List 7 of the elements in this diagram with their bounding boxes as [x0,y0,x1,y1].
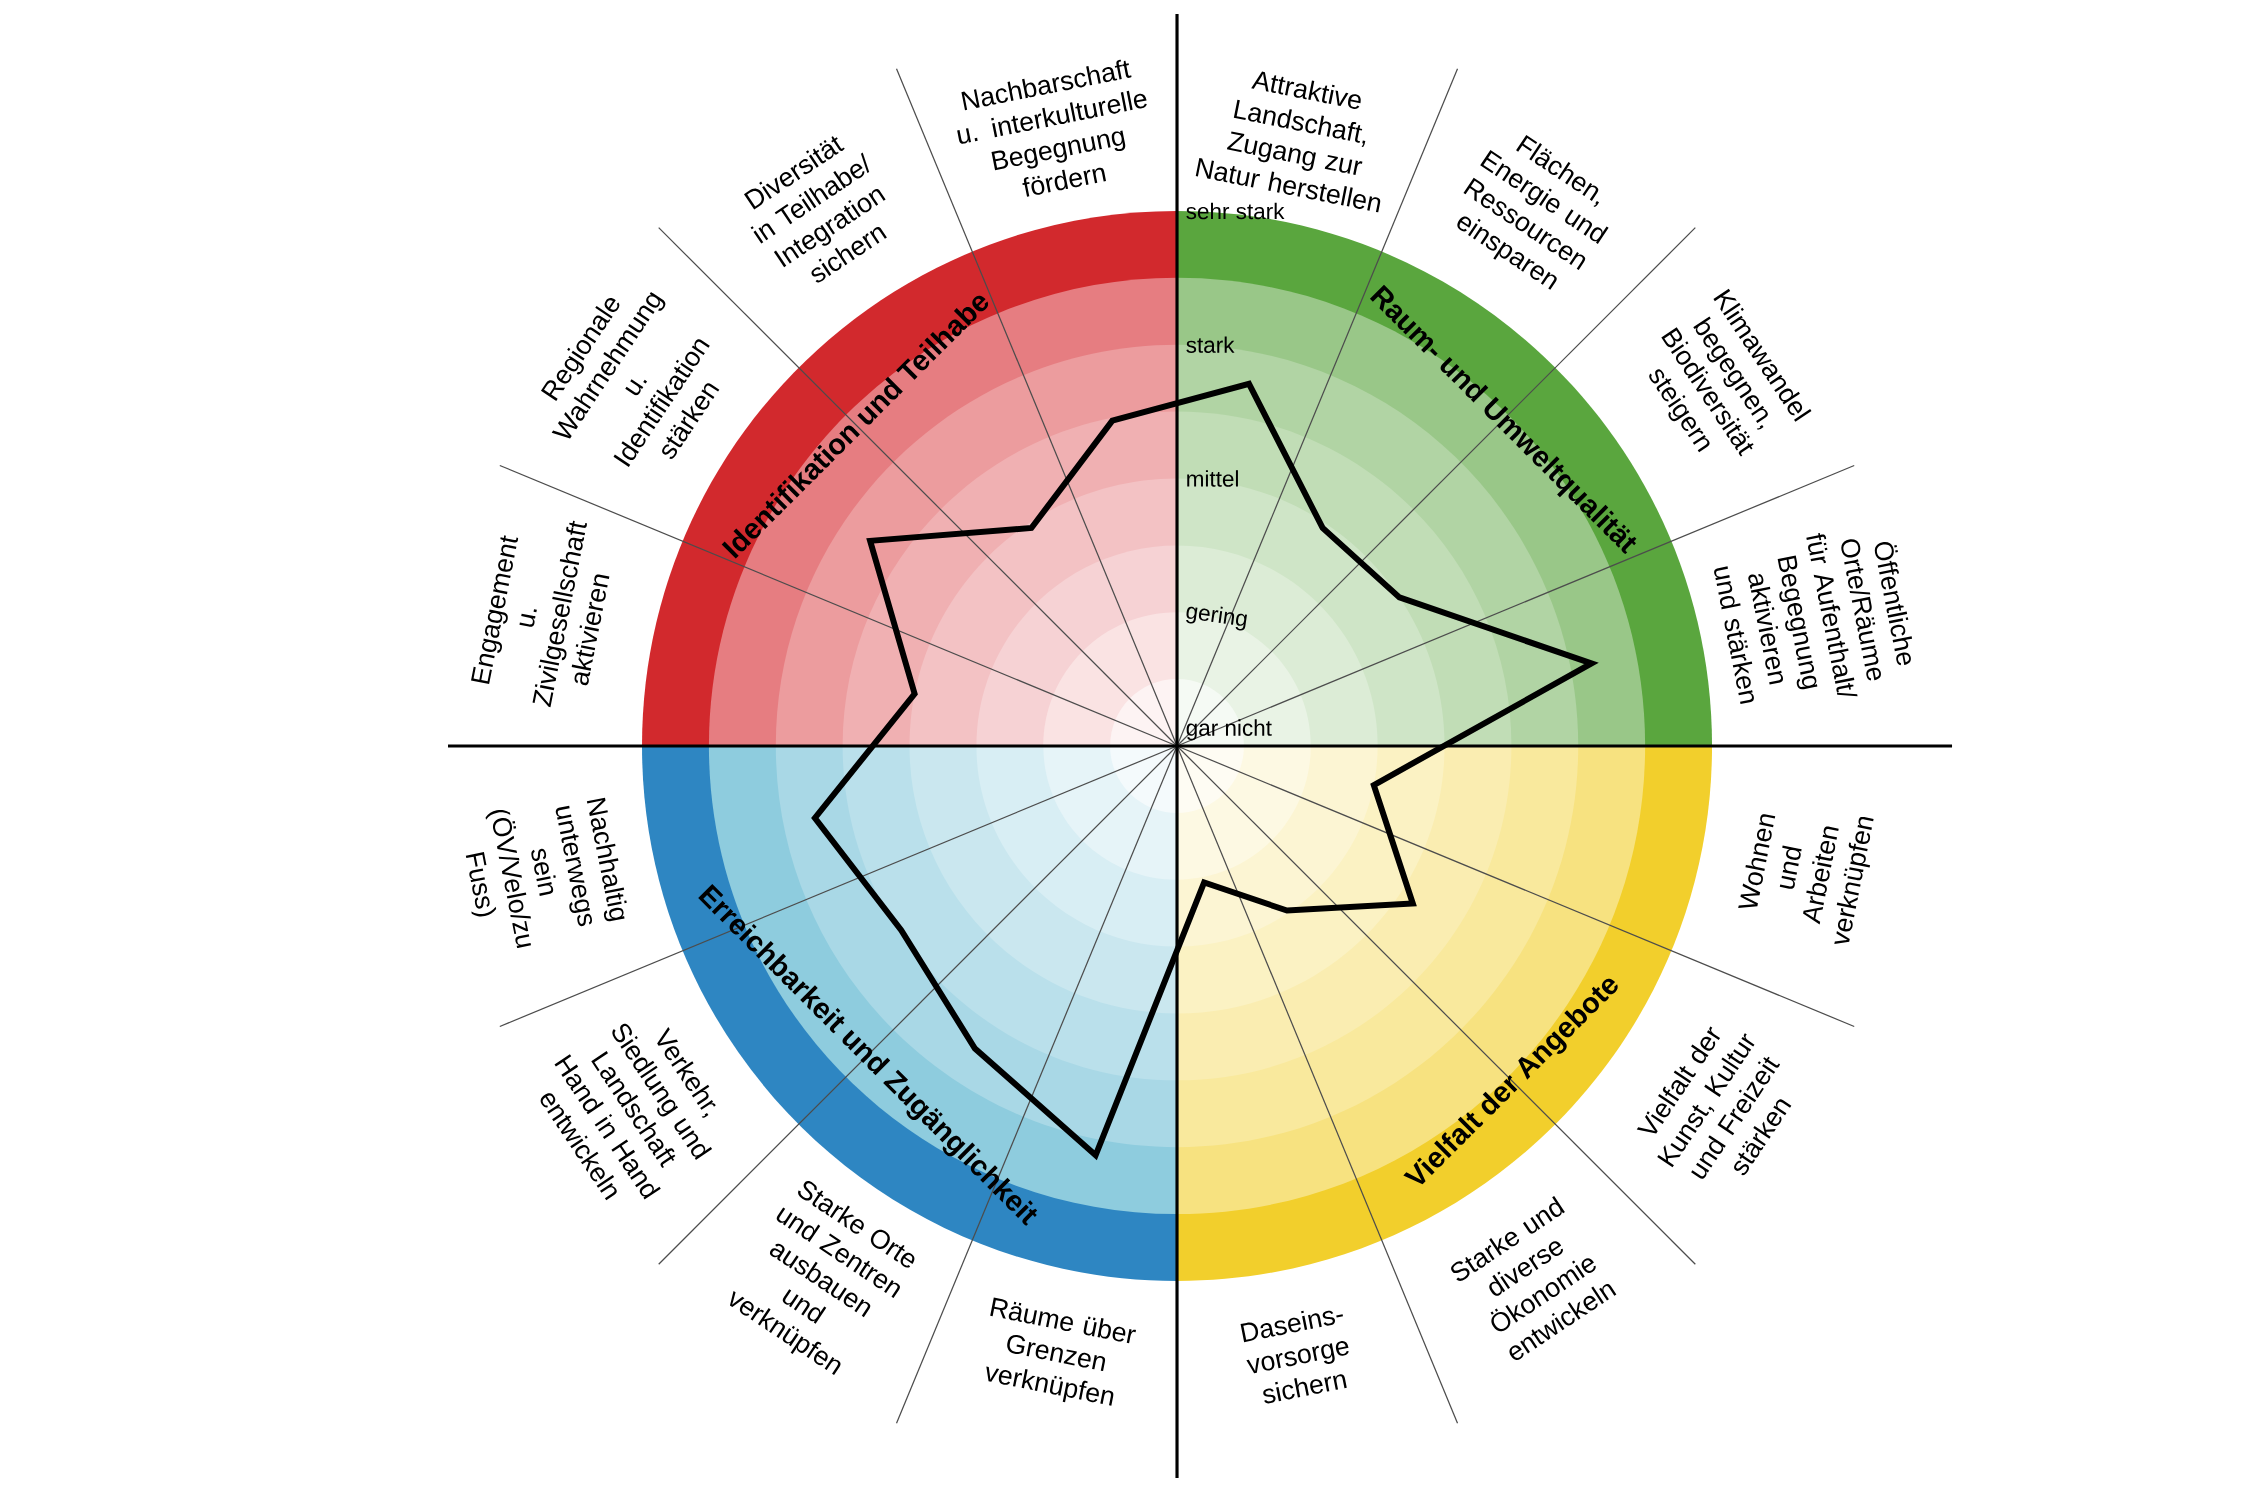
category-label: Räume über Grenzen verknüpfen [986,1297,1136,1406]
category-label: Daseins- vorsorge sichern [1240,1310,1349,1404]
scale-label: gering [1186,606,1248,631]
scale-label: stark [1186,336,1235,353]
category-label: Wohnen und Arbeiten verknüpfen [1738,814,1874,944]
category-label: Öffentliche Orte/Räume für Aufenthalt/ Begegnung aktivieren und stärken [1714,533,1913,704]
scale-label: mittel [1187,470,1238,487]
